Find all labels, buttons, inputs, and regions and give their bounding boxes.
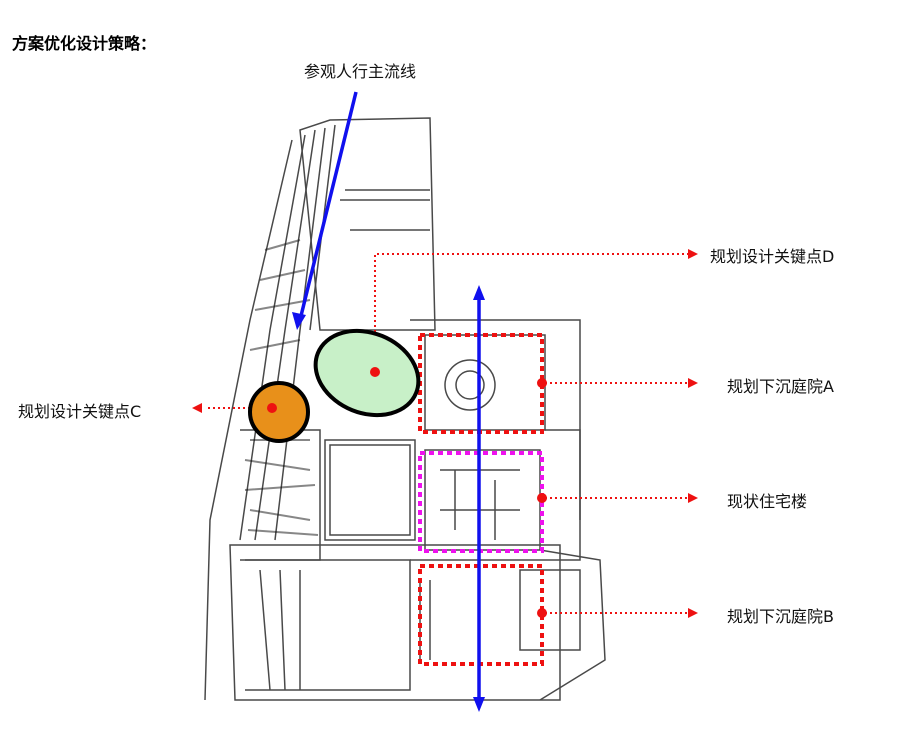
label-courtyard-b: 规划下沉庭院B xyxy=(727,607,834,626)
arrowhead-d xyxy=(688,249,698,259)
callout-lines xyxy=(205,253,690,614)
key-point-d-area xyxy=(313,328,421,418)
arrowhead-residential xyxy=(688,493,698,503)
callout-line-d xyxy=(374,253,690,372)
label-existing-residential: 现状住宅楼 xyxy=(727,492,808,511)
callout-dots xyxy=(267,367,547,618)
visitor-flow-arrows xyxy=(292,91,485,712)
residential-zone xyxy=(418,451,544,553)
label-key-point-c: 规划设计关键点C xyxy=(18,402,142,421)
diagram-title: 方案优化设计策略： xyxy=(12,34,157,53)
key-point-c-area xyxy=(248,381,310,443)
axis-arrowhead-top xyxy=(473,285,485,300)
label-courtyard-a: 规划下沉庭院A xyxy=(727,377,834,396)
label-key-point-d: 规划设计关键点D xyxy=(710,247,835,266)
arrowhead-b xyxy=(688,608,698,618)
main-flow-arrow xyxy=(298,91,358,321)
callout-arrowheads xyxy=(192,249,698,618)
arrowhead-c xyxy=(192,403,202,413)
main-flow-arrowhead xyxy=(292,312,306,330)
axis-arrowhead-bottom xyxy=(473,697,485,712)
label-main-flow: 参观人行主流线 xyxy=(304,62,417,81)
arrowhead-a xyxy=(688,378,698,388)
courtyard-a-zone xyxy=(418,333,544,434)
